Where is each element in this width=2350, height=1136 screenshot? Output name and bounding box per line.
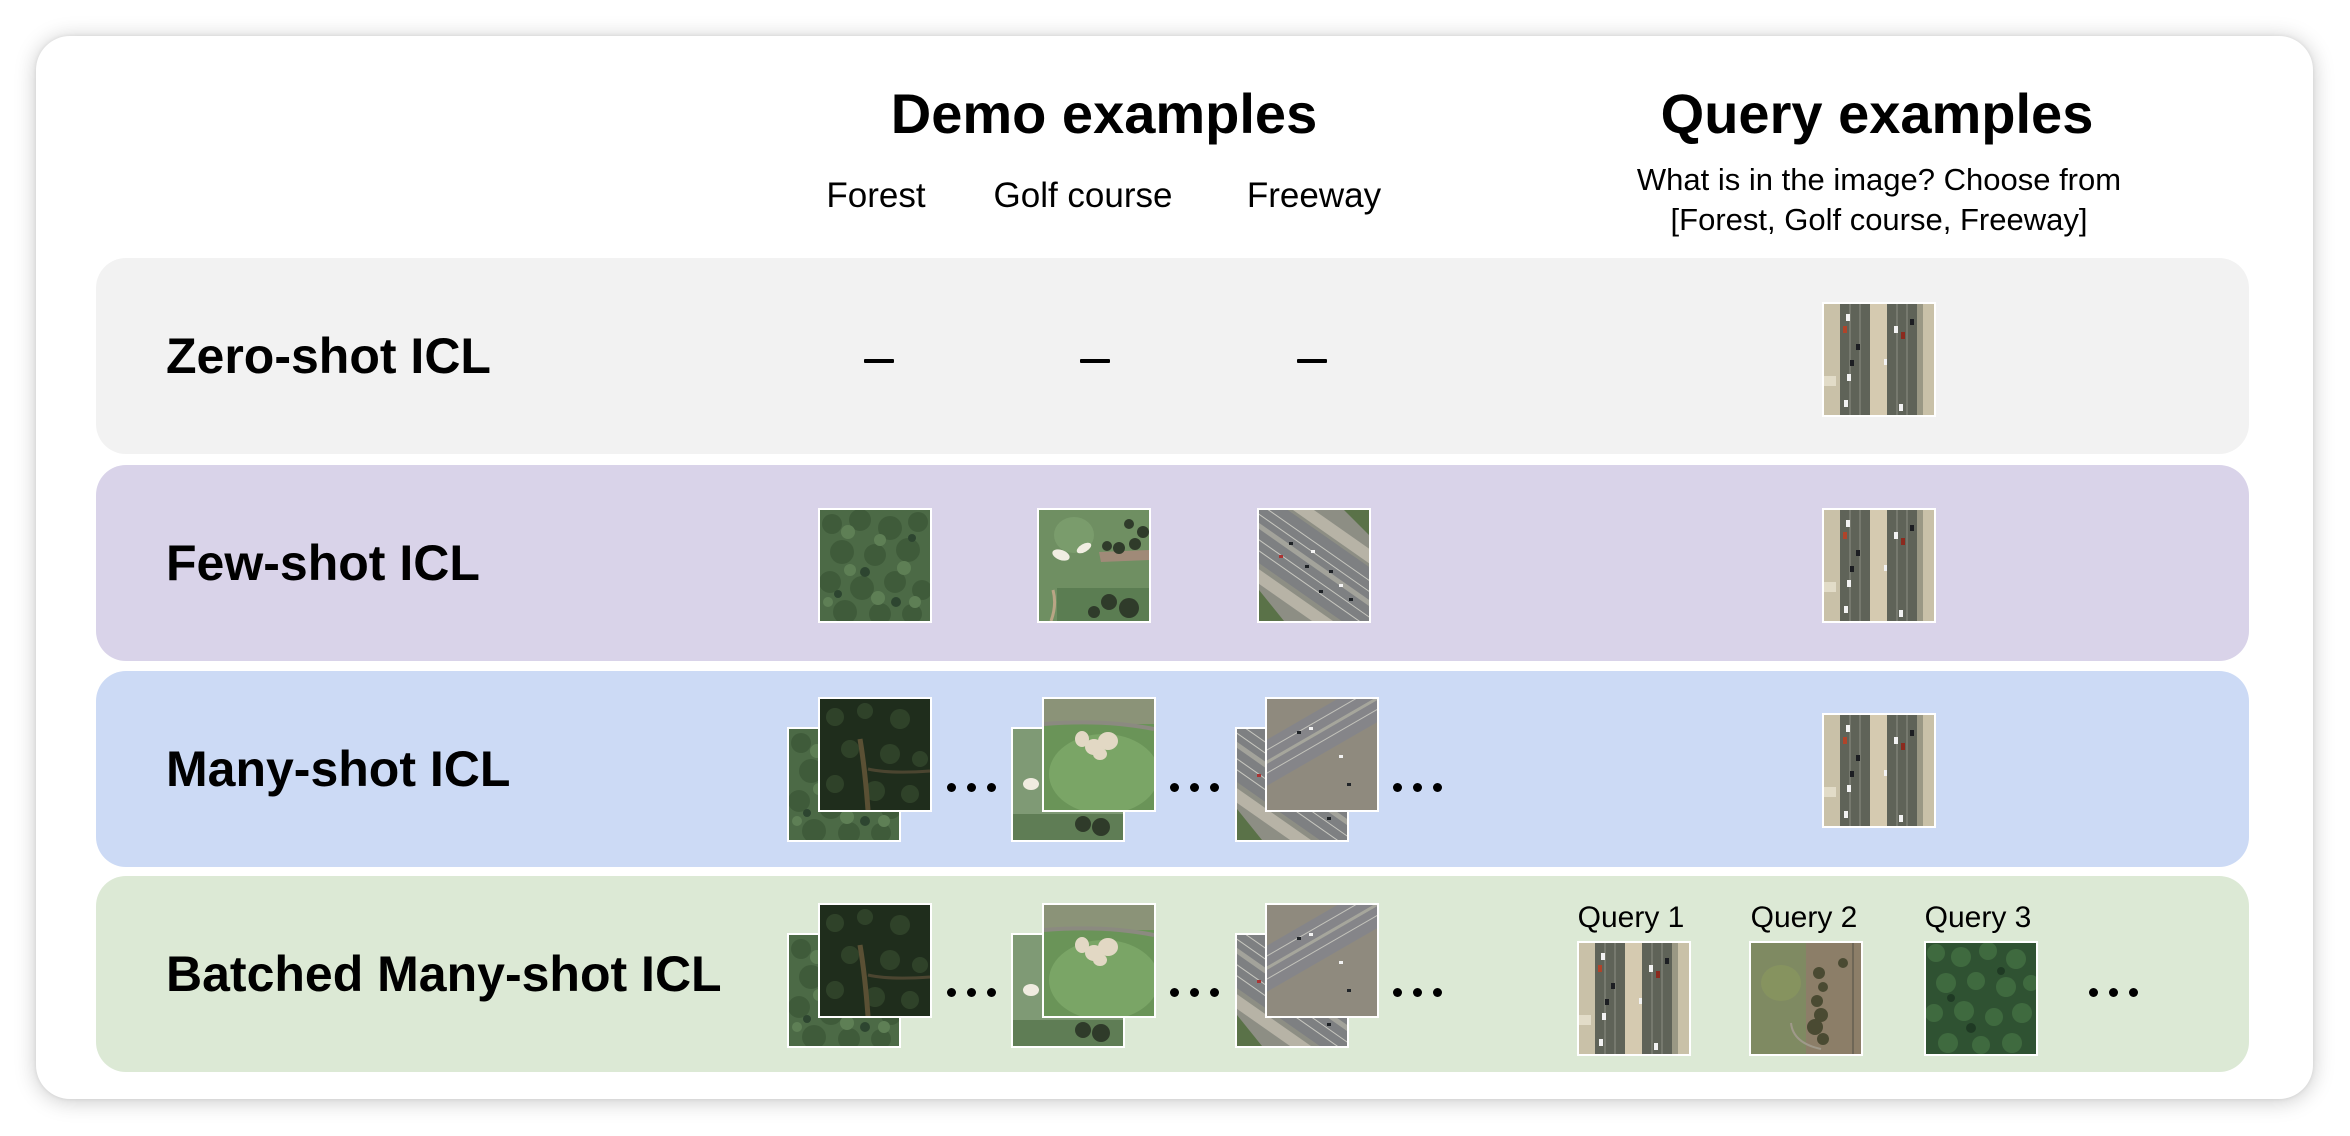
column-label-golf-course: Golf course (993, 176, 1173, 215)
query-examples-title: Query examples (1660, 82, 2094, 145)
ellipsis-icon (1393, 781, 1453, 793)
query-prompt-line-1: What is in the image? Choose from (1636, 162, 2122, 197)
ellipsis-icon (2089, 986, 2149, 998)
ellipsis-icon (1170, 986, 1230, 998)
demo-examples-title: Demo examples (890, 82, 1318, 145)
ellipsis-icon (1170, 781, 1230, 793)
query-label-2: Query 2 (1750, 901, 1858, 934)
ellipsis-icon (947, 986, 1007, 998)
empty-demo-dash-golf-course (1080, 359, 1110, 363)
query-image-forest (1924, 941, 2038, 1056)
ellipsis-icon (947, 781, 1007, 793)
demo-image-forest (818, 508, 932, 623)
query-image-freeway (1822, 508, 1936, 623)
column-label-forest: Forest (826, 176, 926, 215)
demo-image-golf-course (1037, 508, 1151, 623)
query-prompt: What is in the image? Choose from [Fores… (1529, 160, 2229, 240)
demo-image-freeway-front (1265, 903, 1379, 1018)
demo-image-forest-front (818, 903, 932, 1018)
demo-image-golf-course-front (1042, 697, 1156, 812)
query-prompt-line-2: [Forest, Golf course, Freeway] (1670, 202, 2088, 237)
demo-image-freeway (1257, 508, 1371, 623)
query-image-freeway (1577, 941, 1691, 1056)
row-label: Few-shot ICL (166, 535, 480, 591)
query-label-3: Query 3 (1924, 901, 2032, 934)
empty-demo-dash-forest (864, 359, 894, 363)
query-image-grassland (1749, 941, 1863, 1056)
column-label-freeway: Freeway (1246, 176, 1382, 215)
ellipsis-icon (1393, 986, 1453, 998)
query-label-1: Query 1 (1577, 901, 1685, 934)
row-label: Batched Many-shot ICL (166, 946, 722, 1002)
demo-image-forest-front (818, 697, 932, 812)
row-label: Zero-shot ICL (166, 328, 491, 384)
query-image-freeway (1822, 302, 1936, 417)
row-label: Many-shot ICL (166, 741, 511, 797)
empty-demo-dash-freeway (1297, 359, 1327, 363)
demo-image-freeway-front (1265, 697, 1379, 812)
query-image-freeway (1822, 713, 1936, 828)
row-batched-many-shot-icl: Batched Many-shot ICL (96, 876, 2249, 1072)
demo-image-golf-course-front (1042, 903, 1156, 1018)
